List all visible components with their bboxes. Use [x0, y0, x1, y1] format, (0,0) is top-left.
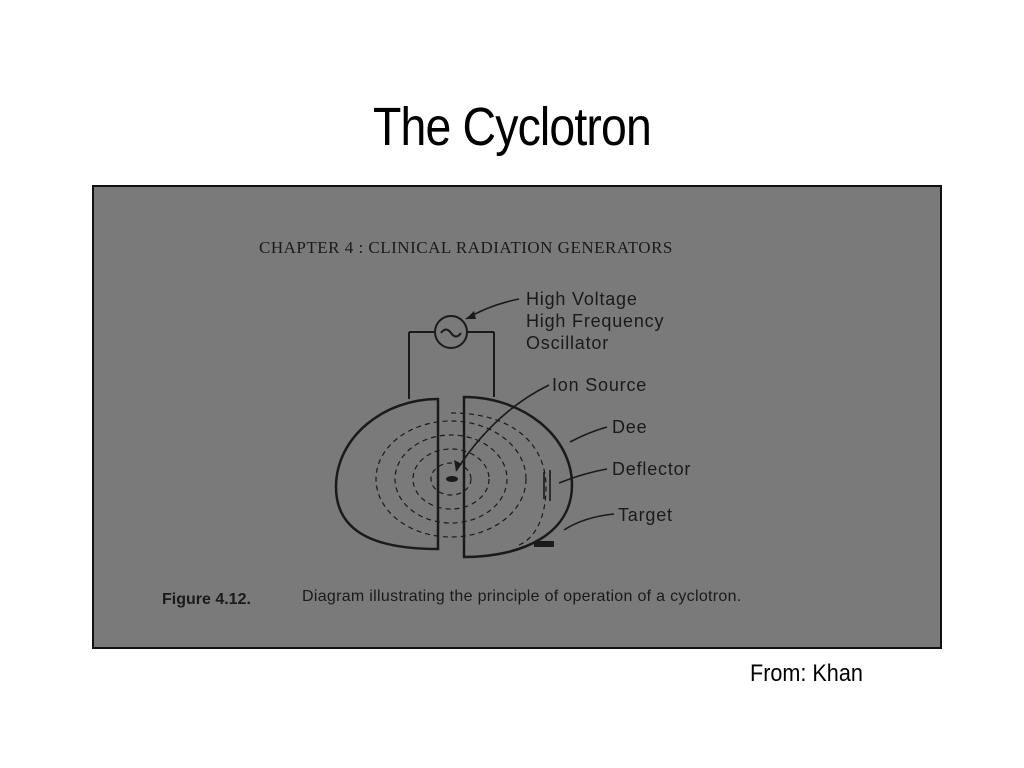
leader-ion-source: [455, 384, 550, 472]
oscillator-circle: [434, 315, 468, 349]
label-oscillator-line3: Oscillator: [526, 333, 609, 353]
orbit-1: [430, 462, 472, 496]
ion-source-marker: [446, 476, 458, 482]
arrowhead-oscillator: [466, 311, 476, 319]
oscillator-circuit: [408, 331, 495, 399]
caption-text: Diagram illustrating the principle of op…: [302, 588, 742, 605]
target-block: [534, 541, 554, 547]
leader-deflector: [558, 468, 608, 484]
diagram-labels: High Voltage High Frequency Oscillator I…: [526, 289, 691, 525]
label-oscillator-line1: High Voltage: [526, 289, 638, 309]
cyclotron-diagram: CHAPTER 4 : CLINICAL RADIATION GENERATOR…: [162, 238, 742, 608]
deflector-plates: [543, 470, 551, 501]
particle-spiral: [375, 412, 547, 546]
orbit-3: [394, 434, 508, 524]
orbit-4: [375, 420, 527, 538]
chapter-header: CHAPTER 4 : CLINICAL RADIATION GENERATOR…: [259, 238, 673, 257]
label-deflector: Deflector: [612, 459, 691, 479]
right-dee: [462, 395, 574, 559]
arrowhead-ion-source: [454, 460, 462, 471]
orbit-exit-path: [450, 412, 547, 546]
label-ion-source: Ion Source: [552, 375, 647, 395]
source-credit: From: Khan: [750, 660, 863, 687]
cyclotron-figure: CHAPTER 4 : CLINICAL RADIATION GENERATOR…: [92, 185, 942, 649]
label-target: Target: [618, 505, 673, 525]
leader-target: [563, 513, 615, 531]
sine-wave-icon: [440, 328, 462, 338]
left-dee: [334, 397, 440, 551]
orbit-2: [412, 448, 490, 510]
label-dee: Dee: [612, 417, 647, 437]
leader-dee: [569, 426, 608, 443]
arrowheads: [454, 311, 476, 471]
caption-number: Figure 4.12.: [162, 591, 251, 608]
oscillator-symbol: [434, 315, 468, 349]
label-oscillator-line2: High Frequency: [526, 311, 664, 331]
page-title: The Cyclotron: [373, 97, 652, 157]
